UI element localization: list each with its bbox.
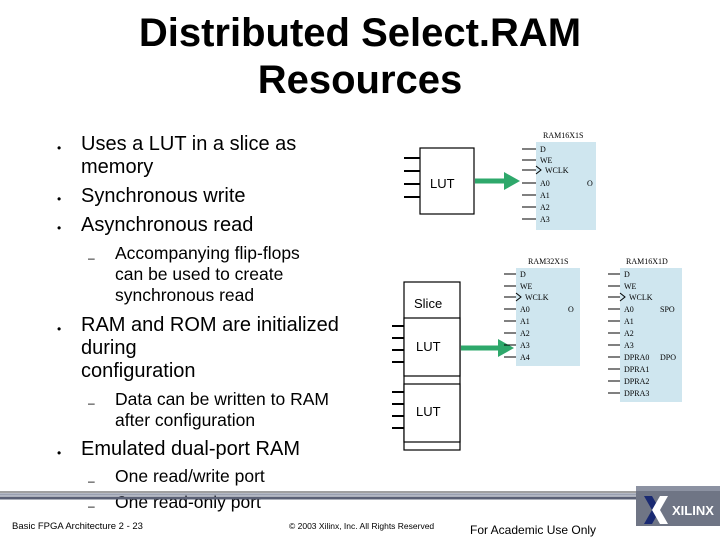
bullet-text: memory xyxy=(81,156,154,178)
bullet-text: configuration xyxy=(81,360,196,382)
bullet-dot: • xyxy=(57,141,62,155)
sub-bullet-dash: – xyxy=(88,474,95,488)
pin-label: A0 xyxy=(520,305,530,314)
pin-label: DPRA1 xyxy=(624,365,649,374)
xilinx-logo: XILINX xyxy=(636,486,720,526)
lut-label: LUT xyxy=(416,404,441,419)
footer-copyright: © 2003 Xilinx, Inc. All Rights Reserved xyxy=(289,521,435,531)
pin-label: A3 xyxy=(540,215,550,224)
bullet-dual-port: Emulated dual-port RAM xyxy=(81,438,300,460)
ram16x1s-name: RAM16X1S xyxy=(543,131,583,140)
bullet-ram-rom-init: RAM and ROM are initialized during confi… xyxy=(81,314,381,383)
ram16x1d-pins: D WE WCLK A0 A1 A2 A3 DPRA0 DPRA1 DPRA2 … xyxy=(608,270,676,398)
bullet-dot: • xyxy=(57,446,62,460)
pin-label: WE xyxy=(520,282,533,291)
sub-bullet-dash: – xyxy=(88,396,95,410)
sub-bullet-dash: – xyxy=(88,499,95,513)
sub-bullet-dash: – xyxy=(88,251,95,265)
pin-label: A4 xyxy=(520,353,530,362)
sub-bullet-rw-port: One read/write port xyxy=(115,466,265,486)
out-label: O xyxy=(568,305,574,314)
bullet-lut-memory: Uses a LUT in a slice as memory xyxy=(81,133,371,179)
slice-block: Slice LUT LUT xyxy=(392,281,461,451)
ram16x1d-name: RAM16X1D xyxy=(626,257,668,266)
slice-label: Slice xyxy=(414,296,442,311)
pin-label: A1 xyxy=(624,317,634,326)
pin-label: A1 xyxy=(540,191,550,200)
title-line-2: Resources xyxy=(257,58,463,102)
bullet-text: during xyxy=(81,337,137,359)
out-label-spo: SPO xyxy=(660,305,675,314)
bullet-text: Uses a LUT in a slice as xyxy=(81,133,297,155)
ram32x1s-pins: D WE WCLK A0 A1 A2 A3 A4 O xyxy=(504,270,574,362)
pin-label: WCLK xyxy=(545,166,569,175)
arrow-to-ram32x1s xyxy=(461,339,514,357)
bullet-text: after configuration xyxy=(115,410,256,430)
title-line-1: Distributed Select.RAM xyxy=(138,11,582,55)
bullet-text: Accompanying flip-flops xyxy=(115,243,300,263)
bullet-dot: • xyxy=(57,221,62,235)
bullet-async-read: Asynchronous read xyxy=(81,214,254,236)
lut-block-middle xyxy=(403,317,461,377)
out-label-dpo: DPO xyxy=(660,353,676,362)
lut-label: LUT xyxy=(416,339,441,354)
pin-label: A2 xyxy=(540,203,550,212)
pin-label: DPRA0 xyxy=(624,353,649,362)
bullet-dot: • xyxy=(57,322,62,336)
pin-label: D xyxy=(540,145,546,154)
pin-label: WE xyxy=(540,156,553,165)
pin-label: WE xyxy=(624,282,637,291)
ram16x1s-block: RAM16X1S D WE WCLK A0 A1 A2 A3 O xyxy=(522,131,596,230)
footer-academic-notice: For Academic Use Only xyxy=(470,523,597,537)
lut-block-top: LUT xyxy=(404,147,475,215)
lut-block-bottom xyxy=(403,383,461,443)
pin-label: DPRA3 xyxy=(624,389,649,398)
pin-label: WCLK xyxy=(525,293,549,302)
pin-label: D xyxy=(624,270,630,279)
pin-label: A2 xyxy=(520,329,530,338)
pin-label: A0 xyxy=(624,305,634,314)
bullet-text: can be used to create xyxy=(115,264,284,284)
pin-label: A0 xyxy=(540,179,550,188)
bullet-text: RAM and ROM are initialized xyxy=(81,314,339,336)
bullet-dot: • xyxy=(57,192,62,206)
ram16x1s-pins: D WE WCLK A0 A1 A2 A3 O xyxy=(522,145,593,224)
bullet-text: synchronous read xyxy=(115,285,255,305)
slide-title: Distributed Select.RAM Resources xyxy=(0,10,720,104)
pin-label: A2 xyxy=(624,329,634,338)
pin-label: DPRA2 xyxy=(624,377,649,386)
sub-bullet-flipflops: Accompanying flip-flops can be used to c… xyxy=(115,243,375,306)
pin-label: D xyxy=(520,270,526,279)
pin-label: A3 xyxy=(624,341,634,350)
ram32x1s-name: RAM32X1S xyxy=(528,257,568,266)
arrow-to-ram16x1s xyxy=(475,172,520,190)
svg-text:XILINX: XILINX xyxy=(672,503,714,518)
pin-label: A3 xyxy=(520,341,530,350)
out-label: O xyxy=(587,179,593,188)
ram16x1d-block: RAM16X1D D WE WCLK A0 A1 A2 A3 DPRA0 DPR… xyxy=(608,257,682,402)
ram32x1s-block: RAM32X1S D WE WCLK A0 A1 A2 A3 A4 O xyxy=(504,257,580,366)
bullet-text: Data can be written to RAM xyxy=(115,389,329,409)
pin-label: WCLK xyxy=(629,293,653,302)
sub-bullet-data-written: Data can be written to RAM after configu… xyxy=(115,389,385,431)
bullet-sync-write: Synchronous write xyxy=(81,185,246,207)
footer-course-page: Basic FPGA Architecture 2 - 23 xyxy=(12,521,143,532)
lut-label: LUT xyxy=(430,176,455,191)
pin-label: A1 xyxy=(520,317,530,326)
